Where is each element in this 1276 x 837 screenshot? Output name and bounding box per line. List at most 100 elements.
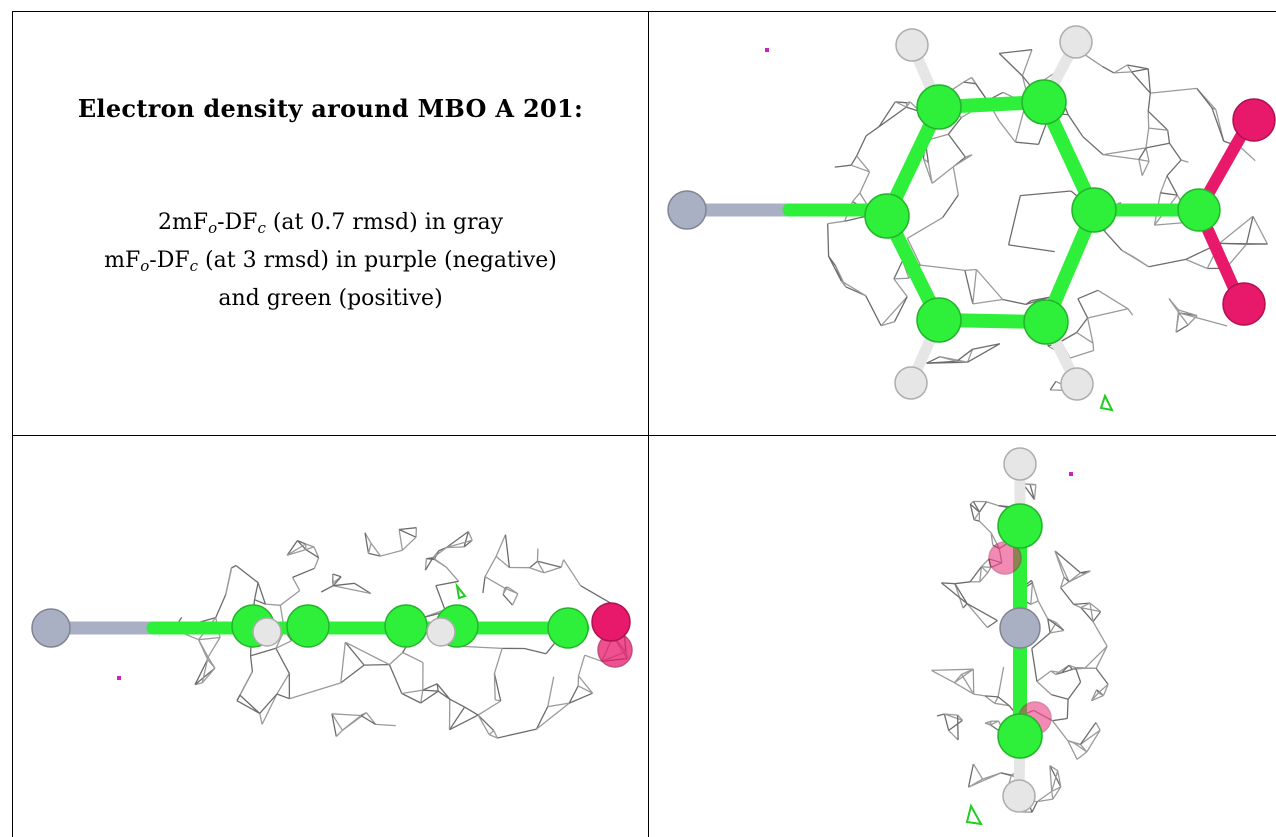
mesh-edge — [577, 685, 593, 694]
mesh-edge — [856, 135, 867, 157]
mesh-edge — [972, 298, 1003, 305]
mesh-edge — [931, 668, 974, 672]
mesh-edge — [987, 567, 992, 574]
mesh-edge — [1060, 581, 1070, 589]
mesh-edge — [960, 674, 975, 695]
mesh-edge — [1127, 64, 1149, 70]
mesh-edge — [827, 220, 845, 225]
mesh-edge — [1219, 242, 1247, 245]
mesh-edge — [998, 52, 1023, 77]
mesh-edge — [927, 162, 933, 184]
mesh-edge — [584, 654, 603, 662]
mesh-edge — [878, 106, 907, 128]
mesh-edge — [545, 642, 556, 655]
mesh-edge — [944, 713, 963, 721]
mesh-edge — [537, 560, 562, 568]
mesh-edge — [972, 269, 978, 304]
mesh-edge — [1080, 729, 1101, 745]
mesh-edge — [388, 652, 404, 666]
mesh-edge — [1075, 666, 1097, 670]
mesh-edge — [947, 133, 966, 158]
mesh-edge — [1095, 645, 1108, 669]
mesh-edge — [865, 295, 882, 326]
mesh-edge — [969, 500, 974, 505]
mesh-edge — [249, 655, 254, 672]
mesh-edge — [964, 270, 974, 305]
mesh-edge — [948, 719, 963, 731]
mesh-edge — [1049, 629, 1065, 634]
mesh-edge — [1030, 580, 1034, 583]
mesh-edge — [1067, 740, 1078, 760]
mesh-edge — [998, 120, 1016, 143]
mesh-edge — [577, 655, 586, 677]
mesh-edge — [1037, 798, 1054, 803]
mesh-edge — [969, 503, 975, 520]
mesh-edge — [994, 696, 999, 704]
mesh-edge — [536, 702, 570, 730]
mesh-edge — [364, 532, 372, 544]
mesh-edge — [1097, 289, 1129, 310]
mesh-edge — [370, 542, 382, 557]
mesh-edge — [967, 763, 975, 788]
mesh-edge — [973, 693, 986, 697]
mesh-edge — [448, 706, 466, 731]
mesh-edge — [446, 546, 465, 549]
mesh-edge — [1077, 298, 1089, 319]
mesh-edge — [1101, 65, 1115, 74]
mesh-edge — [422, 683, 438, 691]
mesh-edge — [980, 558, 990, 568]
mesh-edge — [1147, 68, 1151, 94]
mesh-edge — [275, 640, 292, 649]
mesh-edge — [1147, 111, 1150, 129]
mesh-edge — [1127, 308, 1134, 316]
mesh-edge — [964, 268, 977, 272]
mesh-edge — [420, 690, 439, 704]
mesh-edge — [398, 529, 404, 551]
mesh-edge — [997, 666, 1005, 698]
mesh-edge — [420, 689, 424, 704]
mesh-edge — [982, 772, 1002, 780]
mesh-edge — [305, 543, 315, 548]
mesh-edge — [969, 503, 980, 513]
mesh-edge — [547, 702, 570, 708]
mesh-edge — [852, 192, 861, 202]
mesh-edge — [969, 566, 982, 583]
mesh-edge — [495, 534, 507, 557]
panel-title: Electron density around MBO A 201: — [77, 94, 584, 123]
mesh-edge — [1049, 765, 1062, 788]
mesh-edge — [335, 729, 343, 737]
mesh-edge — [1178, 309, 1198, 317]
mesh-edge — [265, 603, 281, 606]
mesh-edge — [495, 555, 510, 568]
mesh-edge — [402, 651, 424, 664]
mesh-edge — [954, 583, 968, 604]
mesh-edge — [865, 126, 880, 137]
mesh-edge — [956, 360, 968, 363]
mesh-edge — [504, 534, 511, 568]
mesh-edge — [313, 546, 320, 558]
mesh-edge — [954, 581, 971, 585]
mesh-edge — [461, 645, 503, 650]
mesh-edge — [364, 532, 370, 554]
description-line-2: mFo-DFc (at 3 rmsd) in purple (negative) — [104, 248, 557, 275]
mesh-edge — [1050, 670, 1062, 674]
mesh-edge — [1051, 791, 1054, 800]
mesh-edge — [947, 117, 962, 135]
mesh-edge — [375, 723, 396, 727]
mesh-edge — [432, 547, 447, 559]
mesh-edge — [1030, 600, 1039, 605]
mesh-edge — [1175, 309, 1180, 333]
mesh-edge — [1084, 645, 1108, 669]
molecule — [988, 447, 1052, 813]
mesh-edge — [493, 673, 496, 700]
mesh-edge — [360, 714, 376, 725]
mesh-edge — [331, 713, 343, 731]
mesh-edge — [331, 713, 361, 717]
mesh-edge — [1168, 142, 1182, 161]
mesh-edge — [967, 343, 1001, 363]
mesh-edge — [895, 101, 907, 108]
mesh-edge — [1239, 146, 1256, 162]
mesh-edge — [333, 582, 355, 587]
mesh-edge — [1168, 298, 1180, 314]
mesh-edge — [435, 585, 446, 611]
